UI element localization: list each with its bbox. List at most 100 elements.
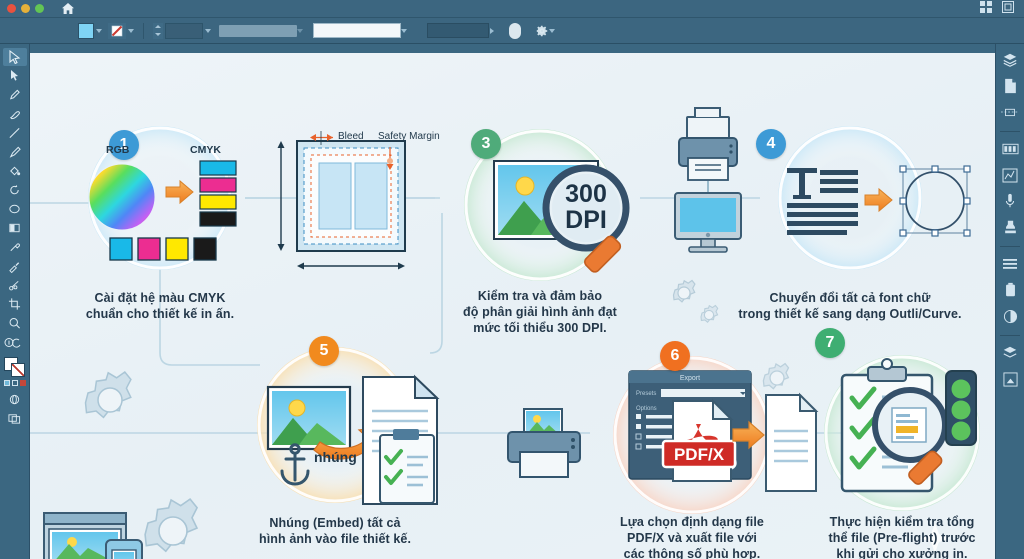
sidebar-item-globe-tool[interactable] — [3, 390, 27, 408]
rgb-label: RGB — [106, 144, 130, 156]
transform-panel-icon[interactable] — [999, 101, 1021, 123]
sidebar-item-pencil-tool[interactable] — [3, 105, 27, 123]
window-controls[interactable] — [7, 4, 44, 13]
svg-text:DPI: DPI — [565, 206, 607, 234]
pages-panel-icon[interactable] — [999, 75, 1021, 97]
sidebar-item-zoom-tool[interactable] — [3, 314, 27, 332]
safety-margin-label: Safety Margin — [378, 131, 440, 142]
style-select[interactable] — [427, 23, 489, 38]
stamp-panel-icon[interactable] — [999, 216, 1021, 238]
embed-inline-label: nhúng — [314, 449, 357, 465]
histogram-panel-icon[interactable] — [999, 164, 1021, 186]
titlebar-right-icons — [980, 0, 1014, 18]
sidebar-item-rotate-tool[interactable] — [3, 181, 27, 199]
fill-dropdown-arrow[interactable] — [96, 28, 102, 33]
font-dropdown-arrow[interactable] — [401, 28, 407, 33]
sidebar-item-brush-tool[interactable] — [3, 143, 27, 161]
fill-swatch-button[interactable] — [78, 22, 94, 39]
slider-dropdown-arrow[interactable] — [297, 28, 303, 33]
settings-gear-icon[interactable] — [535, 24, 549, 38]
step-number-6: 6 — [670, 347, 680, 364]
size-stepper[interactable] — [153, 22, 211, 39]
stepper-arrows[interactable] — [153, 22, 163, 39]
export-panel-icon[interactable] — [999, 368, 1021, 390]
swatches-panel-icon[interactable] — [999, 138, 1021, 160]
sidebar-item-erase-tool[interactable] — [3, 200, 27, 218]
sidebar-item-eyedropper-tool[interactable] — [3, 238, 27, 256]
zoom-window-button[interactable] — [35, 4, 44, 13]
panels-rail[interactable] — [995, 44, 1024, 559]
step-caption-6: Lựa chọn định dạng file PDF/X và xuất fi… — [620, 515, 764, 559]
stroke-controls[interactable] — [108, 22, 134, 39]
sidebar-item-gradient-tool[interactable] — [3, 219, 27, 237]
panel-separator-3 — [1000, 335, 1020, 336]
size-input[interactable] — [165, 22, 203, 39]
artboard[interactable]: 300 DPI — [30, 53, 995, 559]
color-panel-icon[interactable] — [999, 190, 1021, 212]
panel-separator — [1000, 131, 1020, 132]
context-toolbar[interactable] — [0, 18, 1024, 44]
sidebar-item-screen-mode-tool[interactable] — [3, 409, 27, 427]
panel-toggle-icon[interactable] — [1002, 0, 1014, 18]
color-chips[interactable] — [3, 356, 27, 378]
font-name-input[interactable] — [313, 23, 401, 38]
step-number-3: 3 — [481, 135, 491, 152]
sidebar-item-pen-tool[interactable] — [3, 86, 27, 104]
step-badge-1: 1 — [109, 130, 139, 160]
stepper-up-icon[interactable] — [155, 25, 161, 28]
svg-text:Presets: Presets — [636, 391, 656, 397]
svg-text:Export: Export — [680, 375, 700, 382]
layers-panel-icon[interactable] — [999, 49, 1021, 71]
close-window-button[interactable] — [7, 4, 16, 13]
sidebar-item-node-tool[interactable] — [3, 67, 27, 85]
step-number-1: 1 — [119, 136, 129, 153]
style-dropdown-arrow[interactable] — [490, 27, 494, 34]
svg-text:300: 300 — [565, 180, 607, 208]
toolbar-separator — [143, 22, 144, 39]
sidebar-item-color-picker-tool[interactable] — [3, 257, 27, 275]
horizontal-ruler — [30, 44, 995, 53]
cmyk-label: CMYK — [190, 144, 221, 156]
svg-text:PDF/X: PDF/X — [674, 445, 725, 464]
sidebar-item-fill-tool[interactable] — [3, 162, 27, 180]
color-mode-swatches[interactable] — [3, 380, 26, 386]
step-caption-3: Kiểm tra và đảm bảo độ phân giải hình ản… — [463, 289, 617, 335]
step-caption-5: Nhúng (Embed) tất cả hình ảnh vào file t… — [258, 516, 412, 546]
step-number-5: 5 — [319, 342, 329, 359]
settings-dropdown-arrow[interactable] — [549, 28, 555, 33]
tools-panel[interactable] — [0, 44, 30, 559]
infographic-artwork: 300 DPI — [30, 107, 980, 559]
opacity-slider[interactable] — [219, 24, 297, 37]
grid-view-icon[interactable] — [980, 0, 992, 18]
no-stroke-button[interactable] — [108, 22, 126, 39]
fill-mode-swatch[interactable] — [3, 380, 10, 386]
blend-mode-button[interactable] — [509, 22, 521, 39]
step-badge-3: 3 — [471, 129, 501, 159]
trash-panel-icon[interactable] — [999, 279, 1021, 301]
none-mode-swatch[interactable] — [19, 380, 26, 386]
svg-text:Options: Options — [636, 406, 657, 412]
sidebar-item-crop-tool[interactable] — [3, 295, 27, 313]
minimize-window-button[interactable] — [21, 4, 30, 13]
stroke-mode-swatch[interactable] — [11, 380, 18, 386]
stepper-down-icon[interactable] — [155, 33, 161, 36]
step-badge-5: 5 — [309, 336, 339, 366]
home-icon[interactable] — [60, 2, 76, 16]
step-number-4: 4 — [766, 135, 776, 152]
adjustment-panel-icon[interactable] — [999, 305, 1021, 327]
stroke-dropdown-arrow[interactable] — [128, 28, 134, 33]
bleed-label: Bleed — [338, 131, 364, 142]
sidebar-item-info-tool[interactable] — [3, 333, 27, 351]
menu-panel-icon[interactable] — [999, 253, 1021, 275]
sidebar-item-line-tool[interactable] — [3, 124, 27, 142]
document-canvas[interactable]: 300 DPI — [30, 44, 995, 559]
size-dropdown-arrow[interactable] — [205, 28, 211, 33]
sidebar-item-move-tool[interactable] — [2, 48, 27, 66]
sidebar-item-scissors-tool[interactable] — [3, 276, 27, 294]
background-color-chip[interactable] — [10, 363, 25, 377]
step-caption-7: Thực hiện kiểm tra tổng thể file (Pre-fl… — [828, 515, 976, 559]
fill-controls[interactable] — [78, 22, 102, 39]
stack-panel-icon[interactable] — [999, 342, 1021, 364]
step-number-7: 7 — [825, 334, 835, 351]
